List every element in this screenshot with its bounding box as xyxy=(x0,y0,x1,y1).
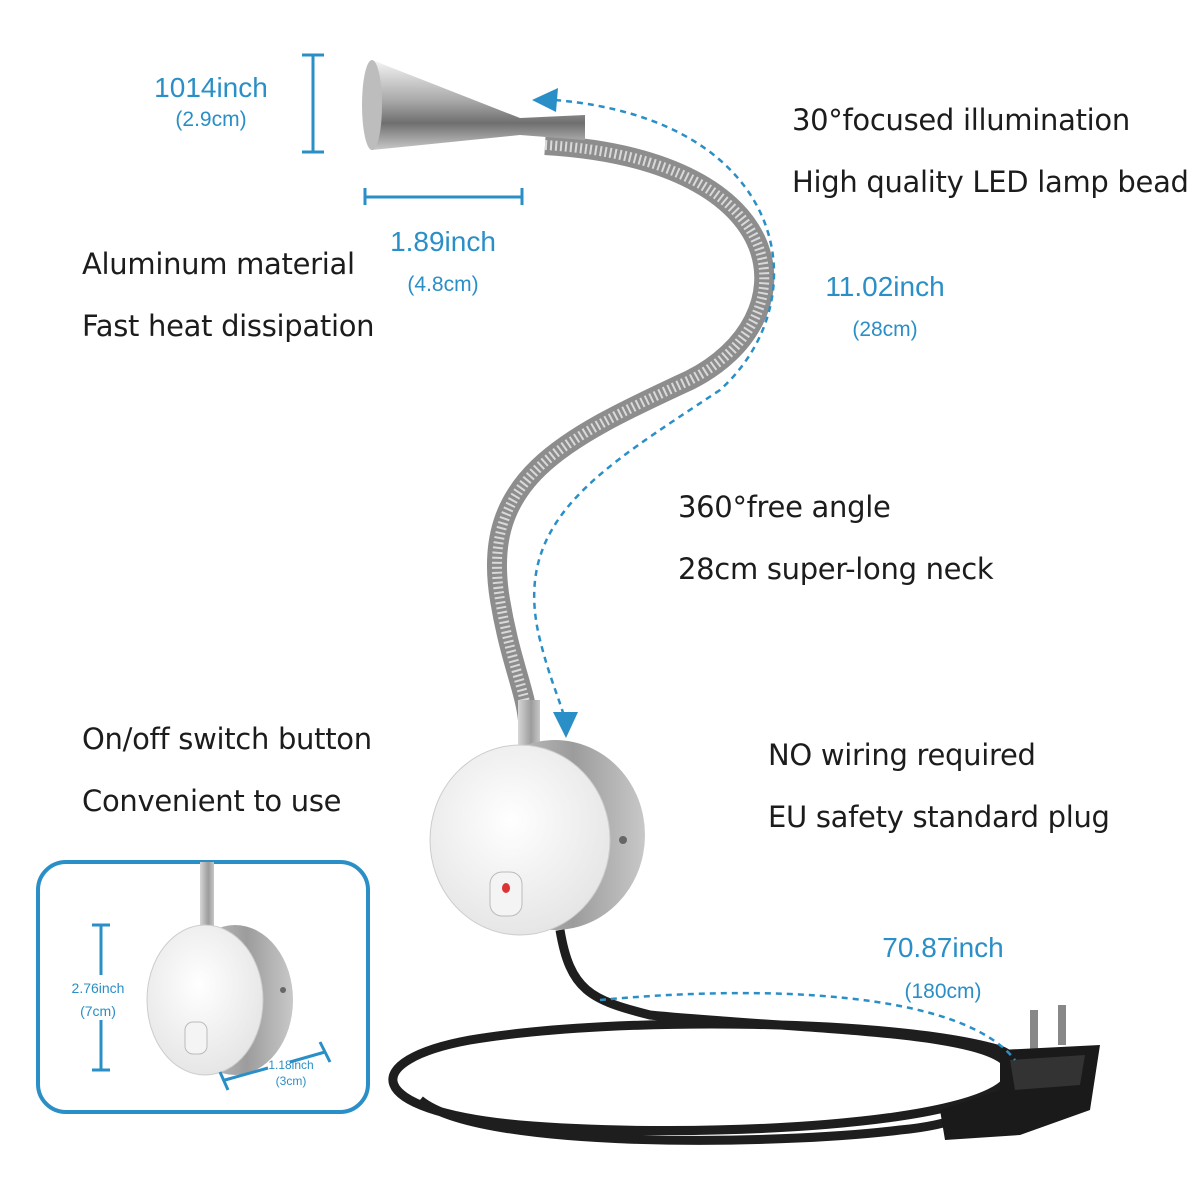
feature-material-2: Fast heat dissipation xyxy=(82,309,375,343)
base-depth-cm: (3cm) xyxy=(275,1074,307,1088)
feature-material-1: Aluminum material xyxy=(82,247,355,281)
feature-angle-1: 360°free angle xyxy=(678,490,891,524)
feature-plug-2: EU safety standard plug xyxy=(768,800,1110,834)
feature-illumination-2: High quality LED lamp bead xyxy=(792,165,1189,199)
power-cable xyxy=(388,929,1022,1145)
base-diameter-inch: 2.76inch xyxy=(71,980,125,996)
head-length-inch: 1.89inch xyxy=(390,226,496,257)
arrow-down-icon xyxy=(553,712,578,738)
head-diameter-inch: 1014inch xyxy=(154,72,268,103)
base-depth-inch: 1.18inch xyxy=(268,1058,314,1072)
feature-switch-1: On/off switch button xyxy=(82,722,372,756)
feature-illumination-1: 30°focused illumination xyxy=(792,103,1130,137)
head-diameter-cm: (2.9cm) xyxy=(175,108,247,131)
feature-plug-1: NO wiring required xyxy=(768,738,1036,772)
head-length-cm: (4.8cm) xyxy=(407,273,479,296)
dimension-lines xyxy=(92,53,1016,1091)
feature-angle-2: 28cm super-long neck xyxy=(678,552,994,586)
arrow-up-icon xyxy=(532,88,558,112)
base-face xyxy=(429,744,611,936)
gooseneck xyxy=(486,135,775,722)
switch-button xyxy=(489,871,523,917)
neck-length-cm: (28cm) xyxy=(852,318,918,341)
feature-switch-2: Convenient to use xyxy=(82,784,342,818)
cable-length-inch: 70.87inch xyxy=(882,932,1004,963)
lamp-head xyxy=(366,60,585,150)
neck-length-inch: 11.02inch xyxy=(825,271,945,302)
eu-plug xyxy=(940,1005,1100,1140)
cable-length-cm: (180cm) xyxy=(904,980,982,1003)
base-diameter-cm: (7cm) xyxy=(80,1003,116,1019)
